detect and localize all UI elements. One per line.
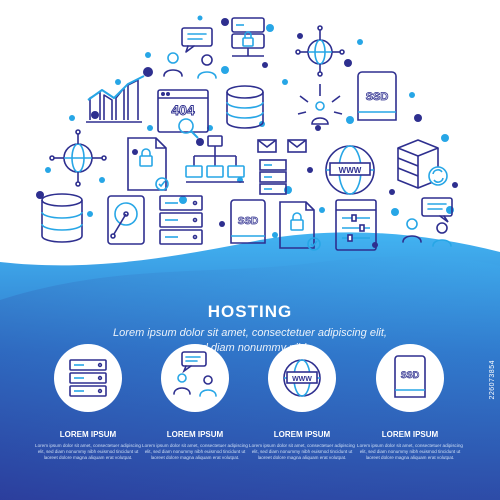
decorative-dots — [36, 15, 458, 248]
error-404-icon — [157, 89, 209, 139]
ssd-label-bottom: SSD — [401, 370, 420, 380]
feature-circle-3 — [268, 344, 336, 412]
database-icon — [226, 85, 264, 129]
www-label-top: WWW — [339, 166, 362, 175]
www-globe-icon — [325, 145, 375, 195]
page-title: HOSTING — [207, 302, 293, 321]
feature-2-text: Lorem ipsum dolor sit amet, consectetuer… — [142, 443, 248, 460]
ssd-label-top: SSD — [366, 91, 389, 103]
user-network-icon — [297, 84, 343, 125]
feature-4-caption: LOREM IPSUM — [381, 430, 439, 439]
growth-chart-icon — [86, 75, 145, 123]
database-left-icon — [41, 193, 83, 243]
email-icon — [257, 139, 307, 153]
world-network-icon — [49, 129, 107, 187]
network-topology-icon — [185, 135, 245, 183]
ssd-drive-middle-icon — [230, 199, 266, 244]
server-rack-tall-icon — [159, 195, 203, 245]
feature-3-text: Lorem ipsum dolor sit amet, consectetuer… — [249, 443, 355, 460]
locked-server-icon — [231, 17, 265, 57]
server-rack-icon — [259, 159, 287, 195]
feature-1-text: Lorem ipsum dolor sit amet, consectetuer… — [35, 443, 141, 460]
feature-circle-2 — [161, 344, 229, 412]
hard-disk-icon — [107, 195, 145, 245]
locked-document-icon — [127, 137, 169, 191]
feature-4-text: Lorem ipsum dolor sit amet, consectetuer… — [357, 443, 463, 460]
server-sync-icon — [397, 139, 448, 189]
feature-3-caption: LOREM IPSUM — [273, 430, 331, 439]
ssd-drive-icon — [357, 71, 397, 121]
feature-circle-1 — [54, 344, 122, 412]
secure-document-icon — [279, 201, 321, 251]
settings-panel-icon — [335, 199, 377, 251]
feature-2-caption: LOREM IPSUM — [166, 430, 224, 439]
ssd-label-middle: SSD — [238, 216, 259, 227]
wave-highlight — [0, 256, 500, 500]
feature-circle-4 — [376, 344, 444, 412]
network-globe-icon — [295, 25, 345, 77]
feature-1-caption: LOREM IPSUM — [59, 430, 117, 439]
chat-user-icon — [163, 27, 217, 79]
stock-id: 226073854 — [489, 360, 496, 400]
www-label-bottom: WWW — [292, 376, 312, 383]
page-subtitle: Lorem ipsum dolor sit amet, consectetuer… — [113, 327, 387, 354]
error-404-label: 404 — [171, 102, 195, 118]
chat-users-right-icon — [402, 197, 453, 247]
